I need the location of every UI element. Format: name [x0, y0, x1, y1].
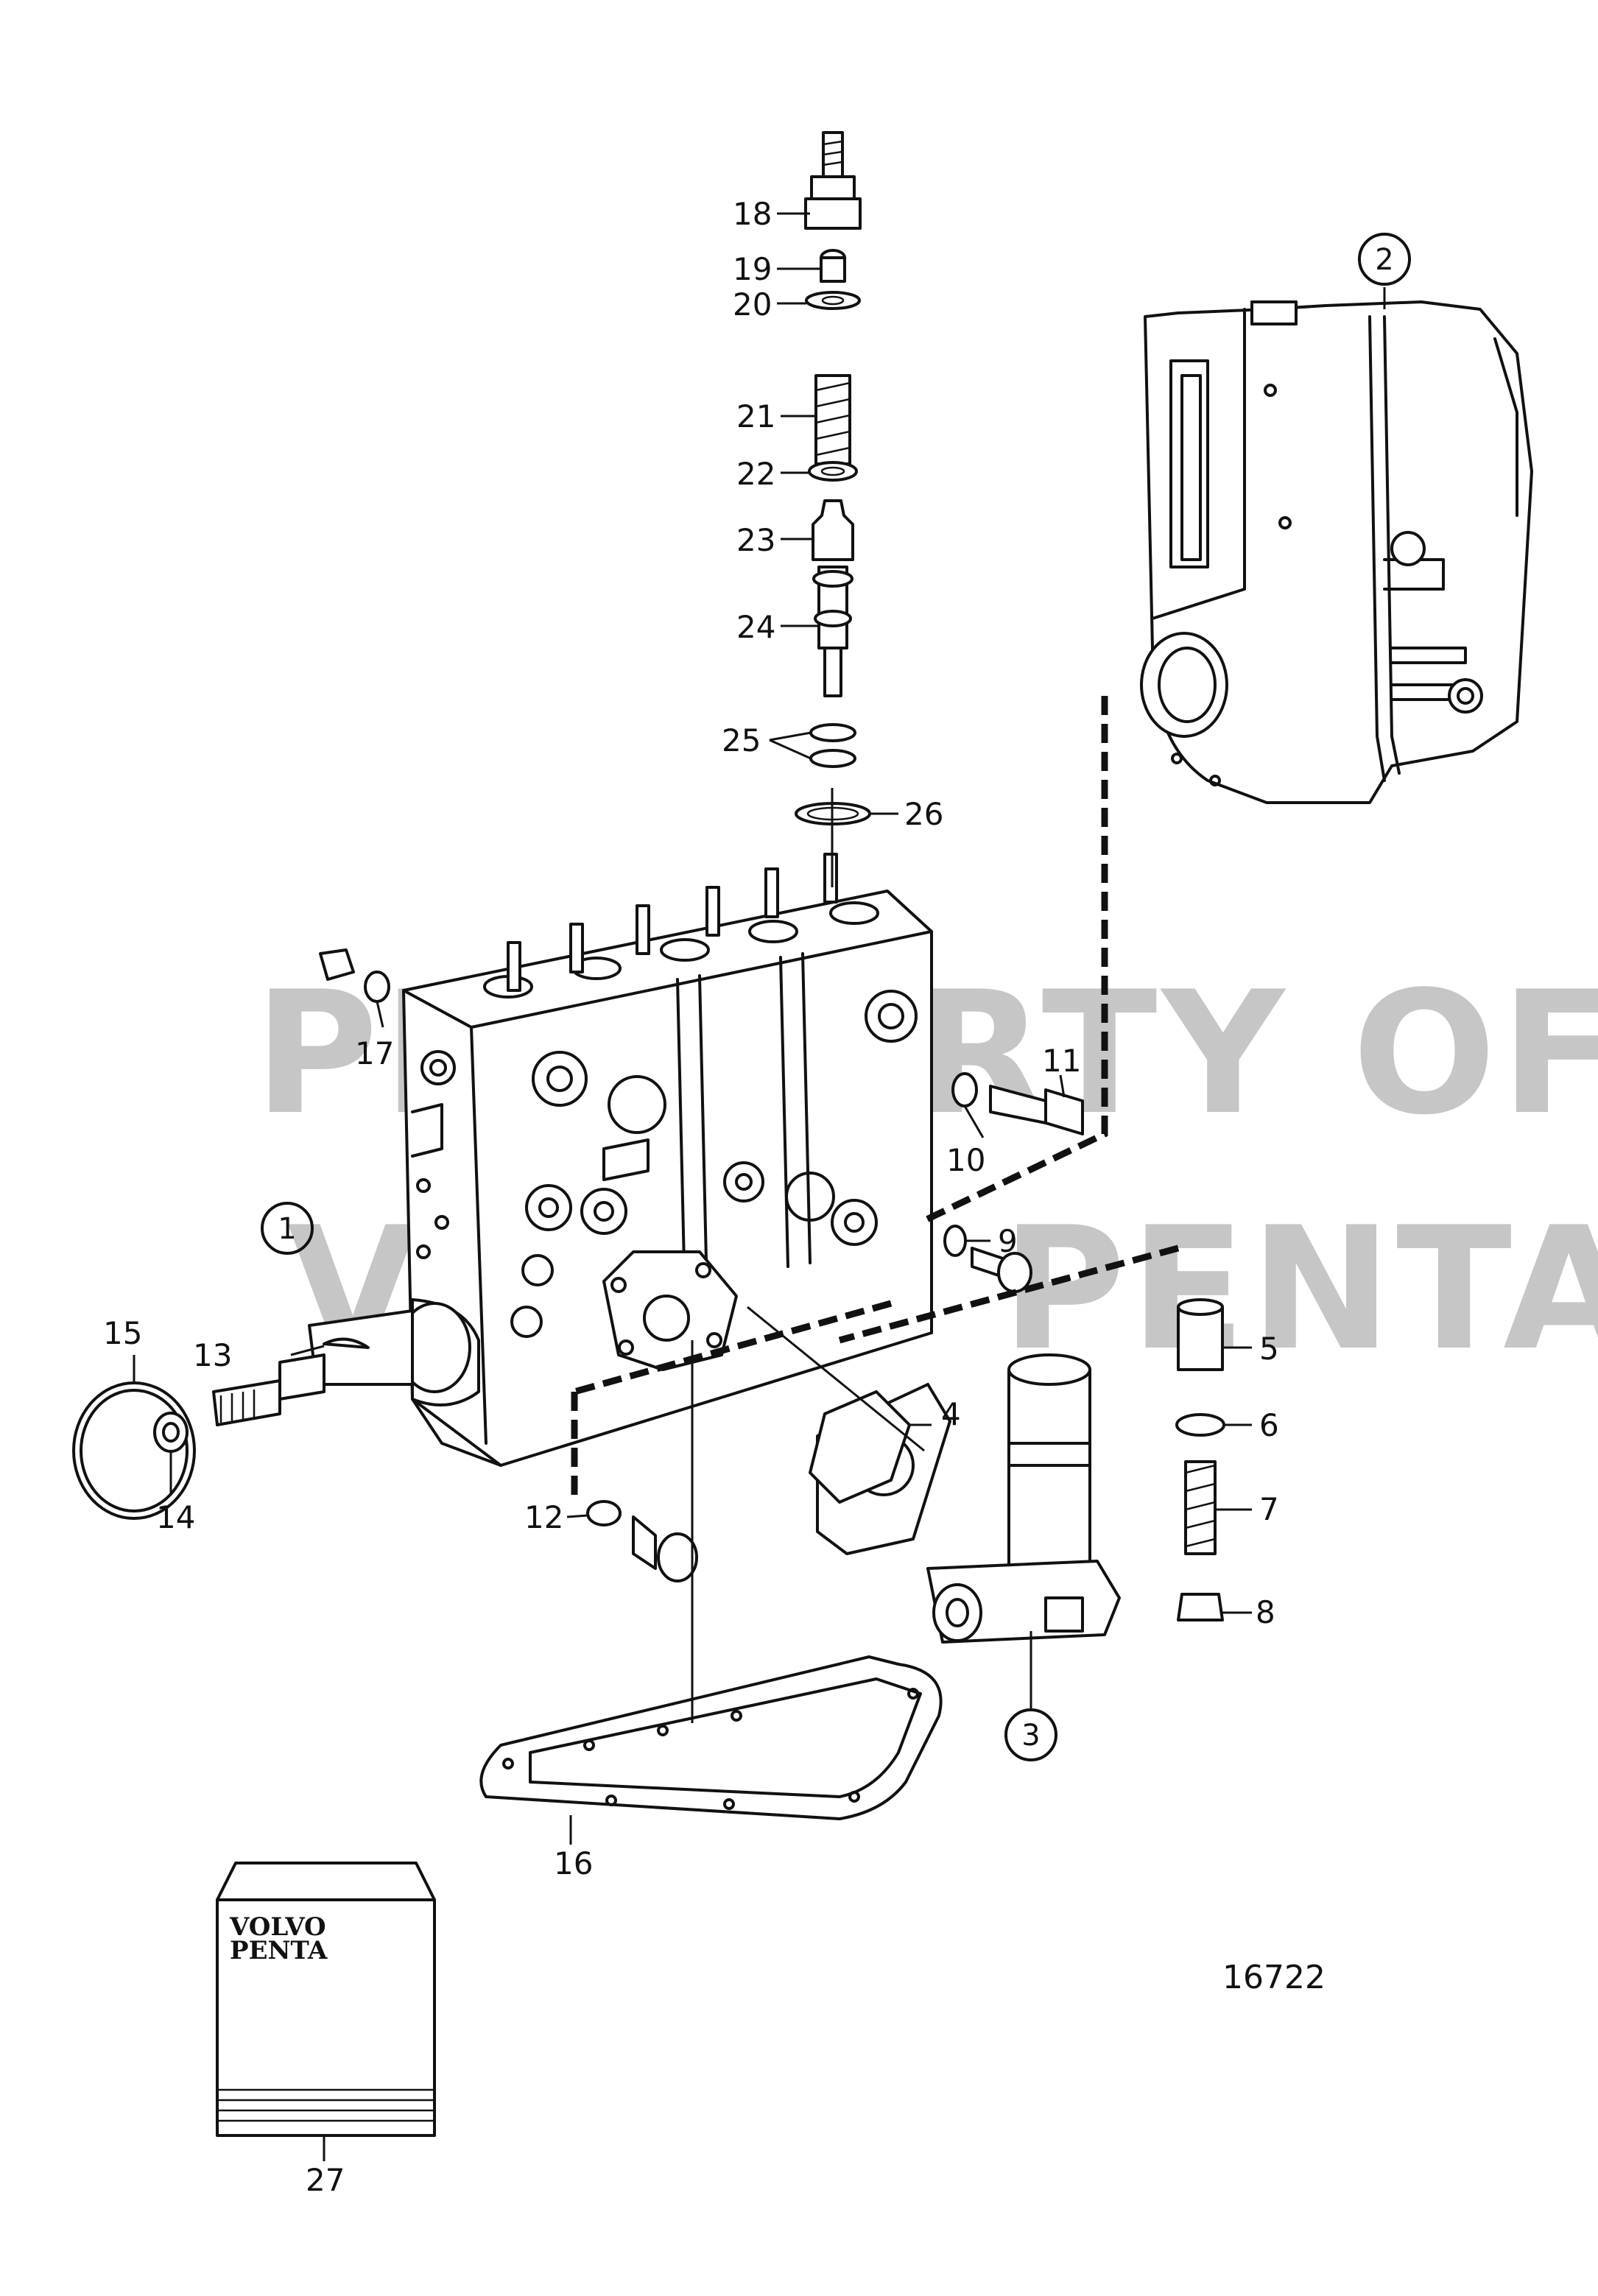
callout-10: 10 — [946, 1142, 985, 1178]
callout-2: 2 — [1375, 243, 1393, 277]
callout-15: 15 — [103, 1315, 142, 1351]
callout-18: 18 — [733, 196, 772, 232]
callout-5: 5 — [1259, 1331, 1279, 1367]
callout-12: 12 — [524, 1499, 563, 1535]
kit-logo-line-1: VOLVO — [229, 1912, 326, 1942]
kit-logo-line-2: PENTA — [230, 1936, 328, 1965]
governor-housing — [1140, 300, 1533, 804]
drawing-number: 16722 — [1222, 1959, 1326, 1996]
callout-6: 6 — [1259, 1407, 1279, 1443]
callout-19: 19 — [733, 251, 772, 287]
callout-8: 8 — [1256, 1594, 1275, 1630]
callout-27: 27 — [306, 2162, 345, 2198]
callout-7: 7 — [1259, 1491, 1279, 1527]
studs — [507, 853, 838, 992]
callout-22: 22 — [736, 456, 775, 492]
callout-17: 17 — [355, 1035, 394, 1071]
callout-16: 16 — [554, 1845, 593, 1881]
assembly-paths — [571, 696, 1180, 1723]
callout-3: 3 — [1021, 1719, 1040, 1753]
callout-circle-1 — [261, 1202, 314, 1255]
repair-kit: VOLVO PENTA — [216, 1862, 436, 2137]
callout-24: 24 — [736, 609, 775, 645]
callout-9: 9 — [998, 1223, 1018, 1259]
callout-13: 13 — [193, 1337, 232, 1373]
valve-parts — [1175, 1298, 1225, 1621]
callout-25: 25 — [722, 722, 761, 758]
callout-23: 23 — [736, 522, 775, 558]
leader-lines — [133, 212, 1386, 2161]
callout-circle-3 — [1004, 1708, 1057, 1761]
callout-1: 1 — [278, 1212, 296, 1246]
callout-20: 20 — [733, 286, 772, 323]
cover-gasket — [479, 1655, 943, 1820]
callout-14: 14 — [156, 1499, 195, 1535]
callout-21: 21 — [736, 398, 775, 434]
callout-26: 26 — [904, 796, 943, 832]
callout-4: 4 — [941, 1396, 961, 1432]
callout-11: 11 — [1042, 1043, 1081, 1079]
delivery-valve-stack — [795, 131, 871, 825]
numeric-callouts: 4 5 6 7 8 9 10 11 12 13 14 15 16 17 18 1… — [103, 196, 1279, 2198]
loose-parts — [72, 948, 1084, 1582]
circled-callouts: 1 2 3 — [261, 233, 1411, 1761]
callout-circle-2 — [1358, 233, 1411, 286]
